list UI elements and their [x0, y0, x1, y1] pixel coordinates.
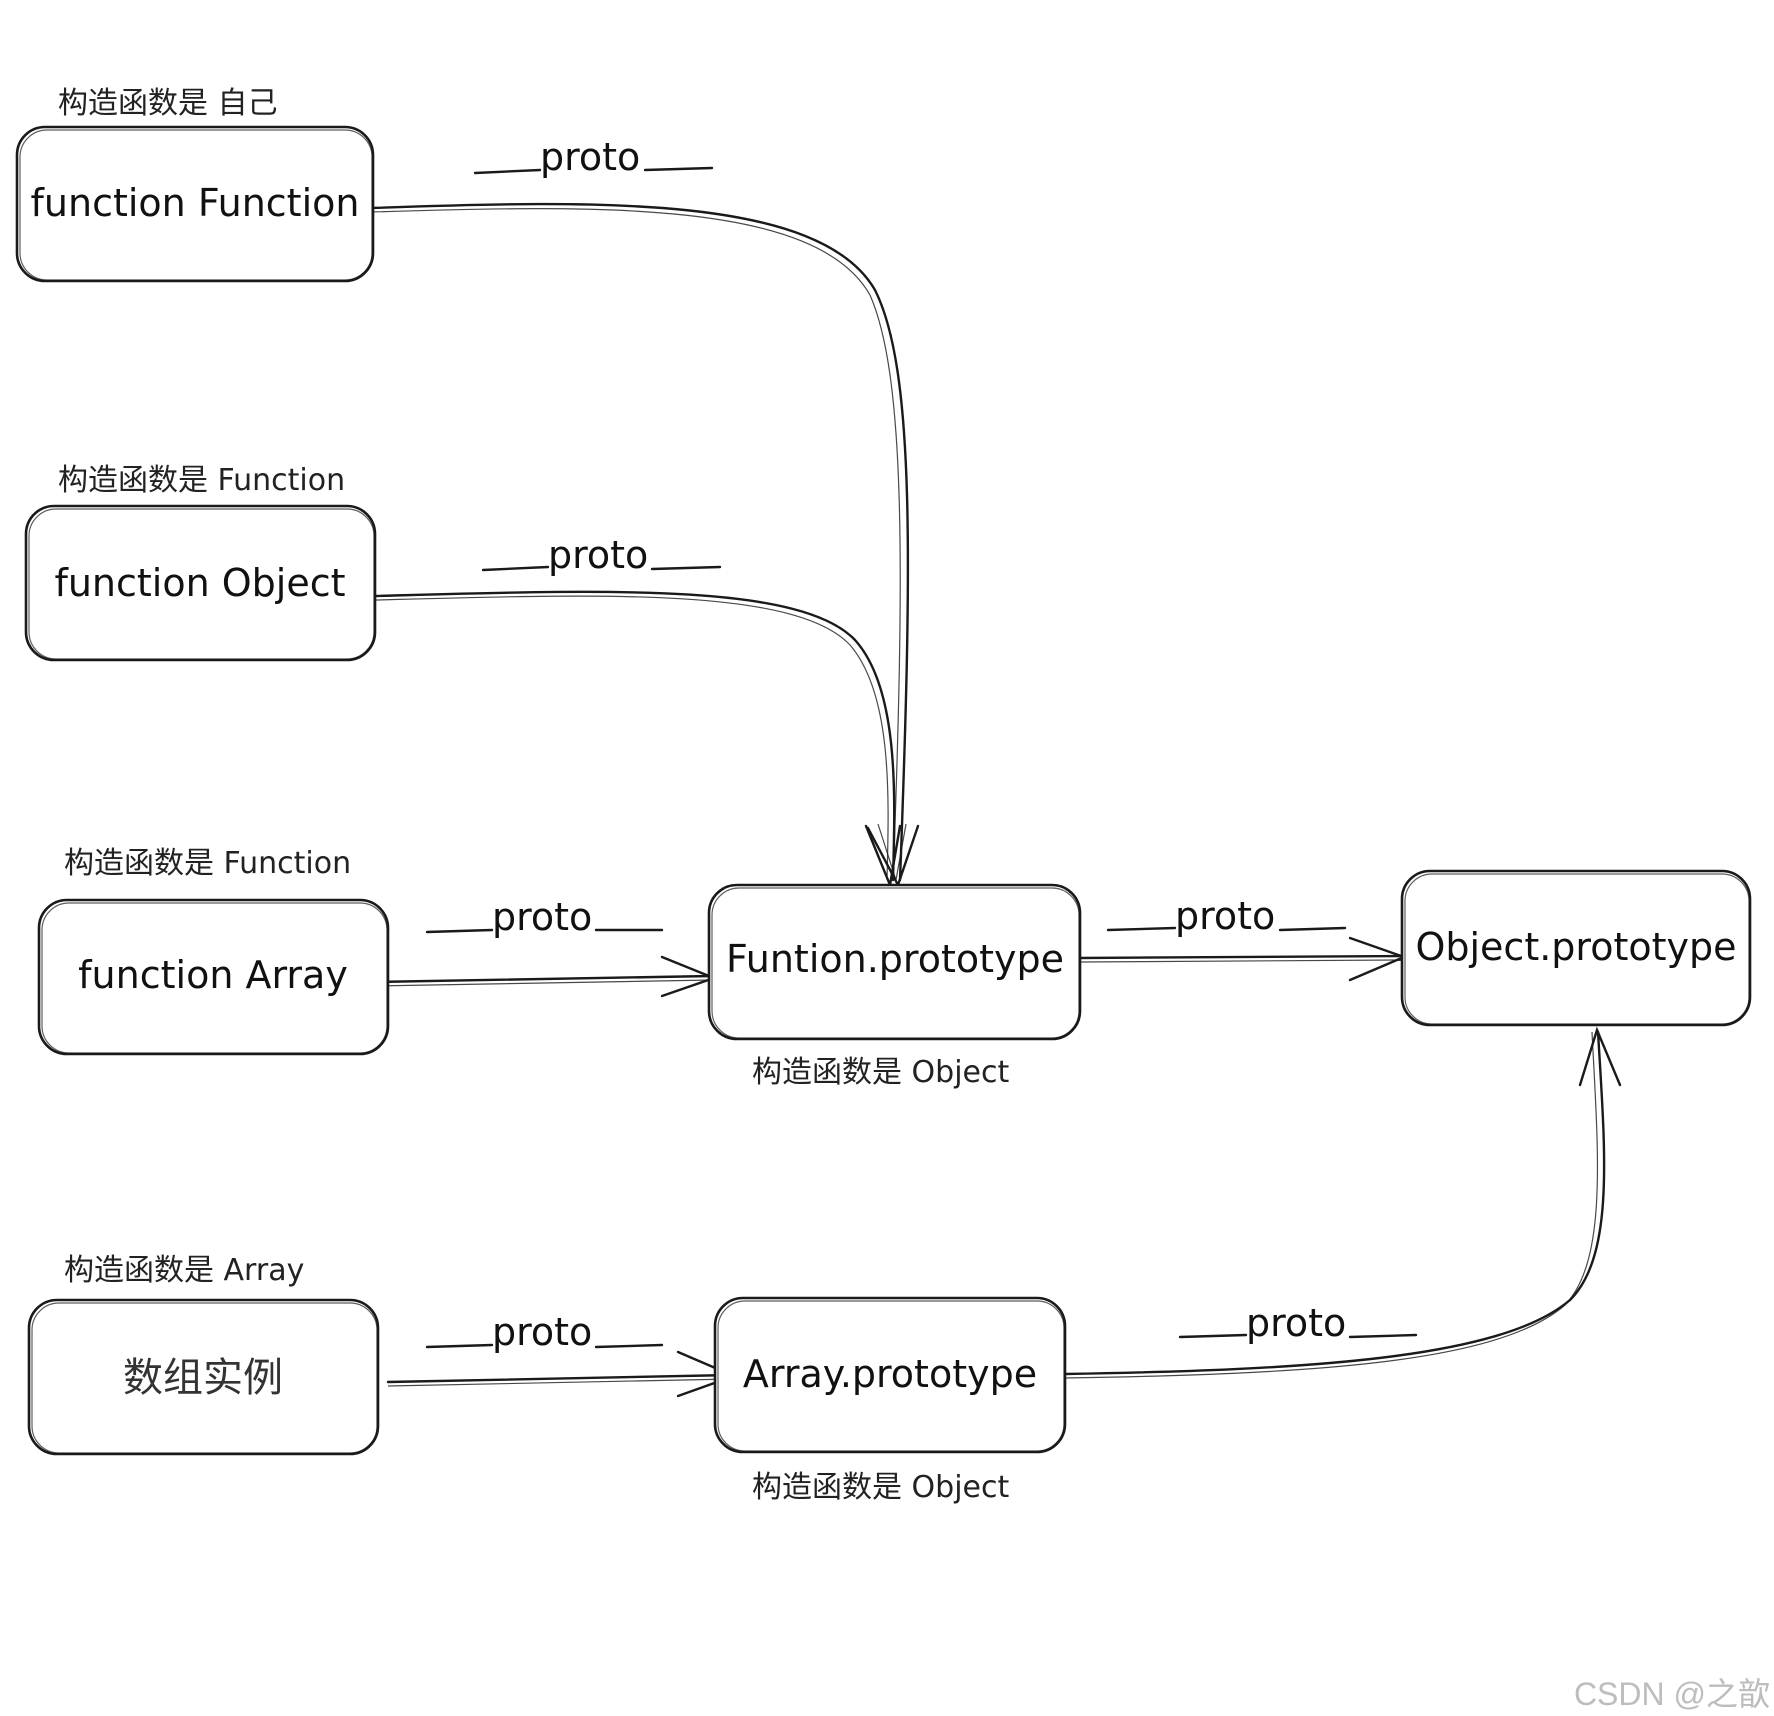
constructor-note: 构造函数是 自己: [58, 86, 278, 121]
edge-function-function-to-function-prototype: proto: [370, 135, 920, 889]
node-label: function Object: [54, 561, 345, 605]
edge-array-instance-to-array-prototype: proto: [386, 1310, 738, 1398]
node-label: Object.prototype: [1415, 925, 1736, 969]
node-function-array[interactable]: function Array 构造函数是 Function: [37, 846, 390, 1056]
constructor-note: 构造函数是 Function: [64, 846, 351, 881]
edge-label-proto: proto: [1175, 894, 1275, 938]
node-label: 数组实例: [123, 1355, 283, 1401]
edge-function-prototype-to-object-prototype: proto: [1078, 894, 1408, 982]
node-label: Array.prototype: [743, 1352, 1037, 1396]
constructor-note: 构造函数是 Object: [752, 1055, 1009, 1090]
node-array-prototype[interactable]: Array.prototype 构造函数是 Object: [713, 1296, 1067, 1505]
edge-label-proto: proto: [492, 895, 592, 939]
constructor-note: 构造函数是 Array: [64, 1253, 304, 1288]
constructor-note: 构造函数是 Object: [752, 1470, 1009, 1505]
node-label: function Function: [31, 181, 360, 225]
edge-label-proto: proto: [492, 1310, 592, 1354]
node-function-function[interactable]: function Function 构造函数是 自己: [15, 86, 375, 283]
node-label: function Array: [78, 953, 348, 997]
edge-label-proto: proto: [1246, 1301, 1346, 1345]
constructor-note: 构造函数是 Function: [58, 463, 345, 498]
edge-array-prototype-to-object-prototype: proto: [1063, 1026, 1622, 1379]
edge-function-object-to-function-prototype: proto: [374, 533, 902, 890]
node-function-object[interactable]: function Object 构造函数是 Function: [24, 463, 377, 662]
edge-function-array-to-function-prototype: proto: [372, 895, 718, 998]
edge-label-proto: proto: [540, 135, 640, 179]
watermark: CSDN @之歆: [1574, 1676, 1770, 1712]
node-label: Funtion.prototype: [726, 937, 1064, 981]
node-function-prototype[interactable]: Funtion.prototype 构造函数是 Object: [707, 883, 1082, 1090]
edge-label-proto: proto: [548, 533, 648, 577]
node-object-prototype[interactable]: Object.prototype: [1400, 869, 1752, 1027]
node-array-instance[interactable]: 数组实例 构造函数是 Array: [27, 1253, 380, 1456]
